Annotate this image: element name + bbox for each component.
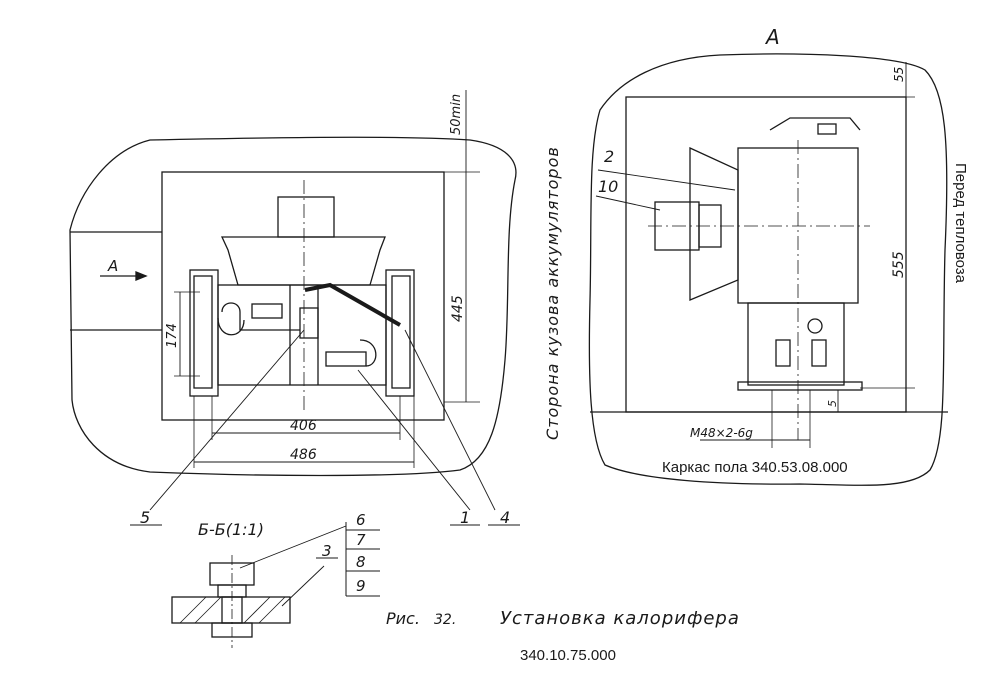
callout-1: 1 — [460, 508, 470, 527]
part-3: 3 — [322, 542, 332, 560]
left-view-labels: А 50min 445 174 406 486 Сторона кузова а… — [107, 94, 562, 527]
thread-spec: М48×2-6g — [690, 426, 753, 440]
figure-number: 32. — [434, 612, 456, 628]
callout-10: 10 — [598, 177, 618, 196]
view-a-floor-opening — [625, 96, 907, 413]
dim-555: 555 — [891, 251, 907, 278]
figure-title: Установка калорифера — [500, 608, 740, 629]
part-6: 6 — [356, 511, 366, 529]
callout-5: 5 — [140, 508, 150, 527]
arrow-a-label: А — [107, 257, 118, 275]
dim-50min: 50min — [449, 94, 464, 135]
heater-motor — [277, 196, 335, 238]
part-7: 7 — [356, 531, 366, 549]
callout-2: 2 — [604, 147, 614, 166]
figure-caption: Рис. 32. Установка калорифера 340.10.75.… — [386, 608, 740, 664]
view-a — [588, 53, 948, 486]
dim-5-small: 5 — [826, 400, 839, 407]
battery-side-note: Сторона кузова аккумуляторов — [543, 146, 562, 440]
left-view — [69, 90, 520, 526]
figure-label: Рис. — [386, 609, 420, 628]
floor-frame-label: Каркас пола 340.53.08.000 — [662, 459, 848, 476]
floor-opening — [161, 171, 445, 421]
dim-406: 406 — [290, 418, 317, 434]
dim-486: 486 — [290, 447, 317, 463]
view-a-labels: А 55 555 5 М48×2-6g Каркас пола 340.53.0… — [598, 25, 969, 476]
left-cutout-outline — [69, 136, 517, 477]
view-a-cutout-outline — [588, 53, 948, 486]
section-b-b-labels: Б-Б(1:1) 6 7 8 9 3 — [198, 511, 366, 595]
callout-4: 4 — [500, 508, 510, 527]
dim-445: 445 — [450, 295, 466, 322]
section-title: Б-Б(1:1) — [198, 520, 264, 539]
section-b-b — [171, 522, 380, 648]
locomotive-front-label: Перед тепловоза — [952, 163, 969, 284]
view-a-title: А — [764, 25, 780, 49]
part-8: 8 — [356, 553, 366, 571]
dim-55-top: 55 — [892, 67, 906, 82]
document-number: 340.10.75.000 — [520, 647, 616, 664]
dim-174: 174 — [165, 323, 180, 348]
part-9: 9 — [356, 577, 366, 595]
